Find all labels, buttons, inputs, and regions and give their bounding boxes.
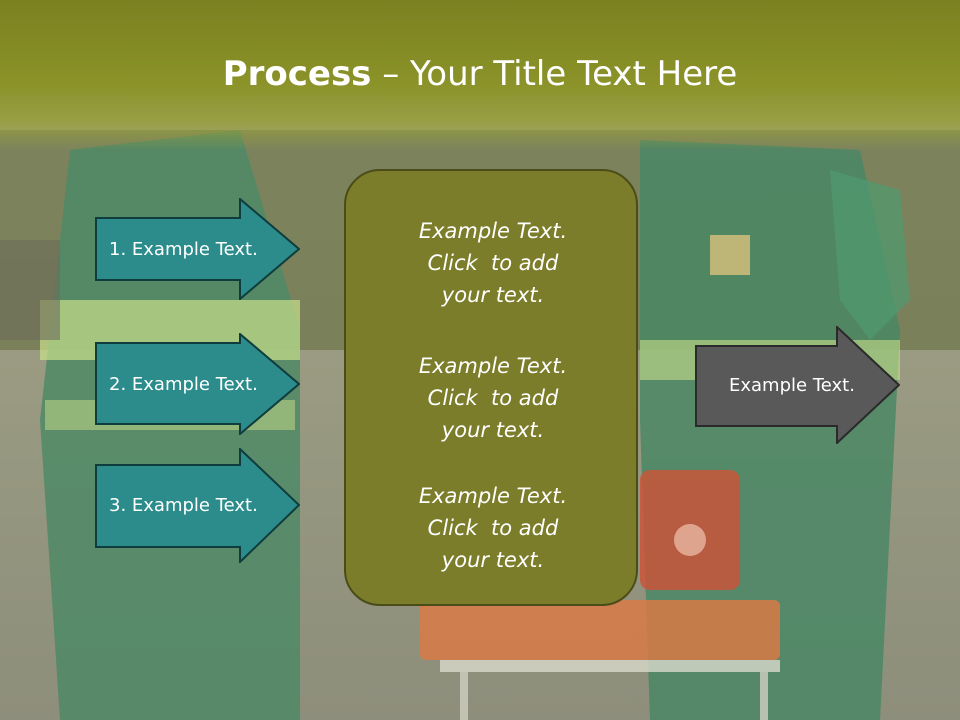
center-paragraph-3-line-3: your text. [441,548,545,572]
page-title: Process – Your Title Text Here [0,52,960,96]
center-paragraph-3: Example Text. Click to add your text. [346,480,640,576]
process-arrow-3-label: 3. Example Text. [109,495,258,516]
center-paragraph-3-line-1: Example Text. [418,484,568,508]
result-arrow[interactable]: Example Text. [695,326,900,444]
center-paragraph-1-line-1: Example Text. [418,219,568,243]
arrow-shape-icon [95,448,300,563]
center-paragraph-3-line-2: Click to add [427,516,559,540]
center-paragraph-1-line-3: your text. [441,283,545,307]
center-paragraph-1: Example Text. Click to add your text. [346,215,640,311]
title-band [0,0,960,150]
center-text-box[interactable]: Example Text. Click to add your text. Ex… [344,169,638,606]
center-paragraph-2: Example Text. Click to add your text. [346,350,640,446]
center-paragraph-1-line-2: Click to add [427,251,559,275]
title-bold: Process [222,54,372,94]
arrow-shape-icon [695,326,900,444]
arrow-shape-icon [95,198,300,300]
center-paragraph-2-line-1: Example Text. [418,354,568,378]
center-paragraph-2-line-2: Click to add [427,386,559,410]
process-arrow-2-label: 2. Example Text. [109,373,258,395]
center-paragraph-2-line-3: your text. [441,418,545,442]
process-arrow-3[interactable]: 3. Example Text. [95,448,300,563]
title-rest: – Your Title Text Here [371,54,738,94]
process-arrow-2[interactable]: 2. Example Text. [95,333,300,435]
process-arrow-1-label: 1. Example Text. [109,238,258,260]
arrow-shape-icon [95,333,300,435]
process-arrow-1[interactable]: 1. Example Text. [95,198,300,300]
result-arrow-label: Example Text. [729,374,855,396]
